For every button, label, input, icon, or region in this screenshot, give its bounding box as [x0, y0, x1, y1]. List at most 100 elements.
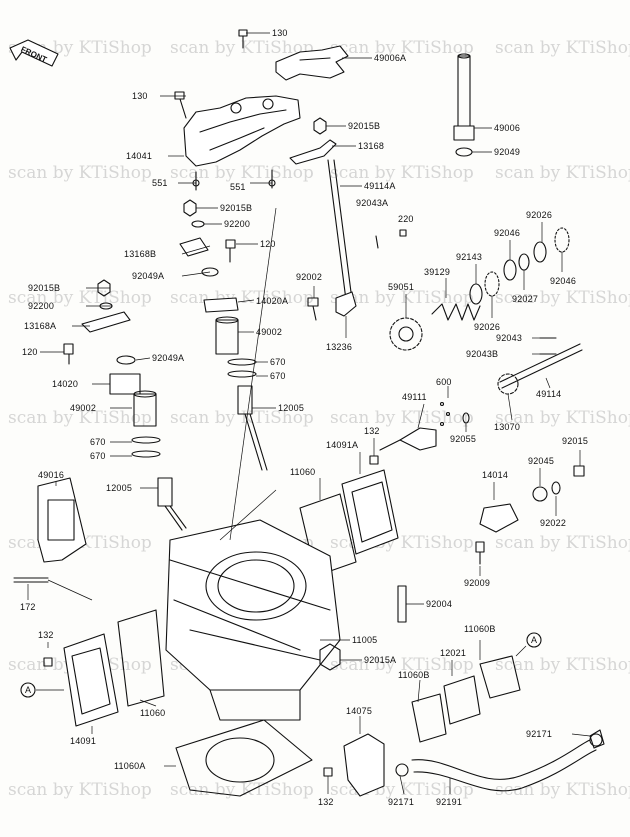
- bolt-130-top: [238, 29, 248, 49]
- part-label: 92191: [436, 797, 463, 807]
- watermark-text: scan by KTiShop: [330, 38, 474, 58]
- part-label: 11060A: [114, 761, 146, 771]
- part-label: 11060B: [464, 624, 496, 634]
- part-label: 670: [270, 357, 286, 367]
- part-label: 172: [20, 602, 36, 612]
- watermark-text: scan by KTiShop: [330, 288, 474, 308]
- part-label: 92043: [496, 333, 523, 343]
- watermark-text: scan by KTiShop: [495, 38, 630, 58]
- part-label: 12005: [106, 483, 133, 493]
- bracket-49006a: [275, 45, 349, 81]
- fitting-92171-right: [589, 729, 605, 749]
- washer-92200: [191, 220, 205, 228]
- bolt-120: [225, 239, 236, 263]
- part-label: 132: [364, 426, 380, 436]
- part-label: 49016: [38, 470, 65, 480]
- part-label: 130: [272, 28, 288, 38]
- part-label: 92015B: [220, 203, 253, 213]
- watermark-text: scan by KTiShop: [495, 163, 630, 183]
- ring-92143: [469, 283, 483, 305]
- part-label: 49006A: [374, 53, 407, 63]
- part-label: 39129: [424, 267, 451, 277]
- gasket-11060a: [175, 719, 313, 797]
- part-label: 92004: [426, 599, 453, 609]
- part-label: 92171: [388, 797, 415, 807]
- pin-92043a: [375, 235, 379, 249]
- watermark-text: scan by KTiShop: [8, 780, 152, 800]
- part-label: 14091: [70, 736, 97, 746]
- part-label: 11005: [352, 635, 378, 645]
- pins-600: [439, 401, 451, 427]
- o-ring-670-left: [131, 436, 161, 458]
- washer-92049a-left: [116, 355, 136, 365]
- part-label: 13168A: [24, 321, 57, 331]
- gasket-11060b: [411, 655, 521, 743]
- part-label: 92171: [526, 729, 553, 739]
- part-label: 49114A: [364, 181, 396, 191]
- part-label: 92046: [550, 276, 577, 286]
- watermark-text: scan by KTiShop: [330, 408, 474, 428]
- lever-13168b: [179, 237, 209, 257]
- part-label: 14020: [52, 379, 79, 389]
- part-label: 92009: [464, 578, 491, 588]
- part-label: 551: [230, 182, 246, 192]
- part-label: 92046: [494, 228, 521, 238]
- reed-12021: [443, 675, 481, 725]
- part-label: 14075: [346, 706, 373, 716]
- part-label: 13168: [358, 141, 385, 151]
- plug-92015: [573, 465, 585, 477]
- watermark-text: scan by KTiShop: [170, 163, 314, 183]
- part-label: 92015B: [28, 283, 61, 293]
- part-label: 670: [270, 371, 286, 381]
- part-label: 13070: [494, 422, 521, 432]
- bolt-132-bottom: [323, 767, 333, 777]
- hose-92191: [411, 739, 597, 792]
- part-label: 670: [90, 437, 106, 447]
- ring-92046: [484, 271, 500, 297]
- nut-92015b-left: [183, 199, 197, 217]
- part-label: 92055: [450, 434, 477, 444]
- watermark-text: scan by KTiShop: [495, 288, 630, 308]
- part-label: 11060B: [398, 670, 430, 680]
- part-label: 14020A: [256, 296, 289, 306]
- pin-92055: [462, 412, 470, 424]
- watermark-text: scan by KTiShop: [170, 38, 314, 58]
- marker-label: A: [25, 685, 32, 695]
- watermark-text: scan by KTiShop: [170, 408, 314, 428]
- washer-92049a: [201, 267, 219, 277]
- bolt-132-left: [43, 657, 53, 667]
- watermark-text: scan by KTiShop: [8, 408, 152, 428]
- bolt-220: [399, 229, 407, 237]
- part-label: 92027: [512, 294, 539, 304]
- stud-92004: [397, 585, 407, 623]
- valve-cover-14041: [183, 95, 301, 167]
- part-label: 92045: [528, 456, 555, 466]
- part-label: 670: [90, 451, 106, 461]
- bolt-132-right: [369, 455, 379, 465]
- valve-14075: [343, 733, 385, 797]
- part-label: 132: [38, 630, 54, 640]
- washer-92049: [455, 147, 473, 157]
- marker-label: A: [531, 635, 538, 645]
- part-label: 600: [436, 377, 452, 387]
- marker-a-left-icon: [20, 682, 36, 698]
- part-label: 92015A: [364, 655, 397, 665]
- cover-14091a: [341, 469, 399, 555]
- part-label: 120: [260, 239, 276, 249]
- stud-172: [13, 577, 49, 583]
- part-label: 92026: [526, 210, 553, 220]
- bolt-92009: [475, 541, 485, 565]
- part-label: 220: [398, 214, 414, 224]
- gear-59051: [389, 317, 423, 351]
- sleeve-49002: [215, 316, 239, 355]
- watermark-text: scan by KTiShop: [495, 533, 630, 553]
- washer-92022: [551, 481, 561, 495]
- nut-92015a: [319, 643, 341, 671]
- watermark-text: scan by KTiShop: [495, 408, 630, 428]
- part-label: 92043A: [356, 198, 389, 208]
- part-label: 12005: [278, 403, 305, 413]
- part-label: 132: [318, 797, 334, 807]
- part-label: 49006: [494, 123, 521, 133]
- post-49006: [453, 53, 475, 141]
